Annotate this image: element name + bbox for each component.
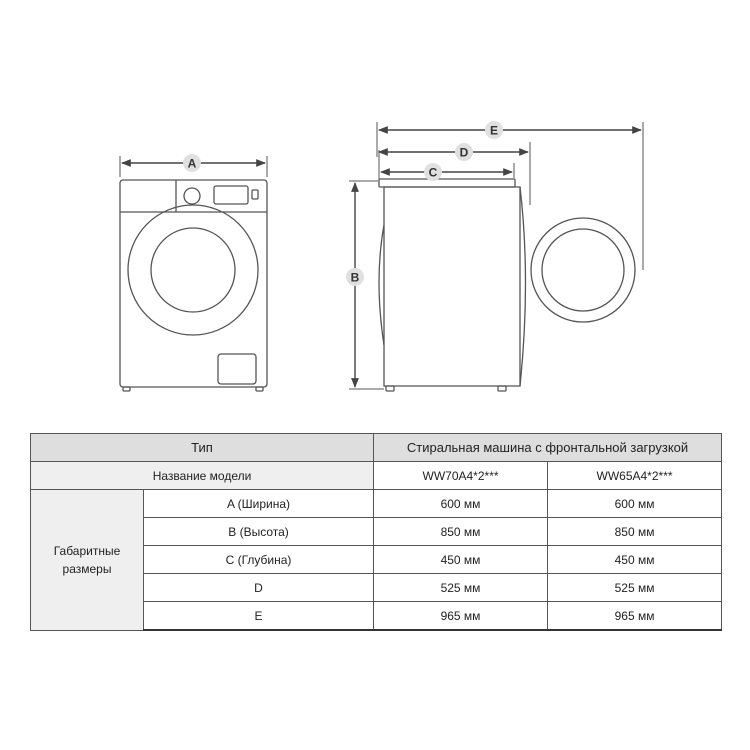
model-2: WW65A4*2*** (547, 461, 723, 490)
washing-machine-dimension-diagram: A B C D E (119, 121, 644, 392)
row-value: 525 мм (373, 573, 549, 602)
row-value: 450 мм (373, 545, 549, 574)
model-1: WW70A4*2*** (373, 461, 549, 490)
group-label-line-1: Габаритные (53, 543, 121, 558)
side-body (383, 186, 521, 387)
label-d: D (460, 146, 469, 160)
filter-cover (217, 353, 257, 385)
side-top (378, 178, 516, 188)
model-row-label: Название модели (29, 461, 375, 490)
table-row: C (Глубина) 450 мм 450 мм (31, 545, 723, 574)
dimension-d: D (376, 122, 531, 205)
group-label-dimensions: Габаритные размеры (30, 489, 144, 631)
door-side-bulge (378, 224, 385, 346)
row-label: E (142, 601, 375, 631)
row-value: 450 мм (547, 545, 723, 574)
dimension-e: E (378, 121, 644, 270)
rear-panel (519, 186, 527, 387)
table-header-row: Тип Стиральная машина с фронтальной загр… (29, 433, 723, 462)
model-row: Название модели WW70A4*2*** WW65A4*2*** (29, 461, 723, 490)
row-value: 850 мм (373, 517, 549, 546)
group-label-line-2: размеры (62, 561, 112, 576)
dimension-a: A (119, 154, 268, 177)
dimensions-table: Тип Стиральная машина с фронтальной загр… (29, 433, 723, 631)
label-a: A (188, 157, 197, 171)
display-panel (213, 185, 249, 205)
row-label: D (142, 573, 375, 602)
door-outer-ring (127, 204, 259, 336)
label-b: B (351, 271, 360, 285)
row-label: C (Глубина) (142, 545, 375, 574)
front-view (119, 179, 268, 392)
header-category: Стиральная машина с фронтальной загрузко… (373, 433, 723, 462)
header-type: Тип (29, 433, 375, 462)
label-c: C (429, 166, 438, 180)
front-foot-right (255, 386, 264, 392)
side-view (378, 178, 636, 392)
open-door-glass (541, 228, 625, 312)
table-row: B (Высота) 850 мм 850 мм (31, 517, 723, 546)
door-glass (150, 227, 236, 313)
dimension-c: C (378, 150, 515, 182)
dimension-b: B (346, 180, 384, 390)
front-foot-left (122, 386, 131, 392)
row-value: 965 мм (373, 601, 549, 631)
row-value: 600 мм (373, 489, 549, 518)
row-value: 600 мм (547, 489, 723, 518)
side-foot-right (497, 385, 507, 392)
label-e: E (490, 124, 498, 138)
table-row: E 965 мм 965 мм (31, 601, 723, 631)
side-foot-left (385, 385, 395, 392)
table-row: D 525 мм 525 мм (31, 573, 723, 602)
front-body (119, 179, 268, 388)
row-label: B (Высота) (142, 517, 375, 546)
row-label: A (Ширина) (142, 489, 375, 518)
row-value: 965 мм (547, 601, 723, 631)
row-value: 525 мм (547, 573, 723, 602)
open-door-ring (530, 217, 636, 323)
table-row: Габаритные размеры A (Ширина) 600 мм 600 … (30, 489, 723, 631)
program-dial (183, 187, 201, 205)
row-value: 850 мм (547, 517, 723, 546)
